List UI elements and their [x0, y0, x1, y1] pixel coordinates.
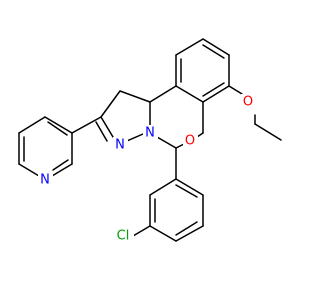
bond: [52, 159, 69, 171]
bond: [149, 178, 177, 196]
bond: [100, 90, 121, 118]
bond: [119, 90, 151, 103]
bonds: [18, 38, 282, 242]
bond: [175, 38, 204, 56]
pyridine-nitrogen-atom: N: [38, 172, 53, 188]
bond: [18, 163, 40, 177]
ether-oxygen-atom: O: [241, 94, 256, 110]
ring-nitrogen-1-label: N: [115, 138, 125, 153]
chlorine-label: Cl: [117, 229, 130, 244]
bond: [44, 116, 73, 134]
pyridine-nitrogen-label: N: [40, 173, 50, 188]
ring-oxygen-atom: O: [183, 133, 198, 149]
bond: [149, 85, 177, 103]
bond: [202, 82, 225, 97]
bond: [175, 143, 185, 149]
ring-nitrogen-1-atom: N: [113, 137, 128, 153]
ring-nitrogen-2-label: N: [145, 126, 155, 141]
bond: [126, 133, 144, 142]
bond: [202, 38, 230, 56]
bond: [202, 44, 225, 59]
ring-oxygen-label: O: [185, 134, 195, 149]
bond: [156, 136, 177, 149]
bond: [95, 121, 108, 142]
bond: [175, 221, 198, 236]
bond: [175, 184, 198, 198]
bond: [228, 85, 243, 95]
atom-labels: N N N O O Cl: [38, 94, 256, 244]
bond: [149, 225, 177, 242]
bond: [175, 85, 204, 103]
bond: [202, 85, 230, 103]
bond: [71, 116, 102, 134]
bond: [175, 225, 204, 242]
bond: [175, 178, 204, 196]
chemical-structure-diagram: N N N O O Cl: [18, 38, 282, 244]
ether-oxygen-label: O: [243, 95, 253, 110]
bond: [18, 116, 46, 134]
ring-nitrogen-2-atom: N: [143, 125, 158, 141]
chlorine-atom: Cl: [112, 228, 134, 244]
bond: [100, 116, 114, 138]
bond: [47, 121, 68, 136]
bond: [132, 225, 151, 237]
bond: [51, 163, 73, 177]
bond: [254, 123, 282, 141]
